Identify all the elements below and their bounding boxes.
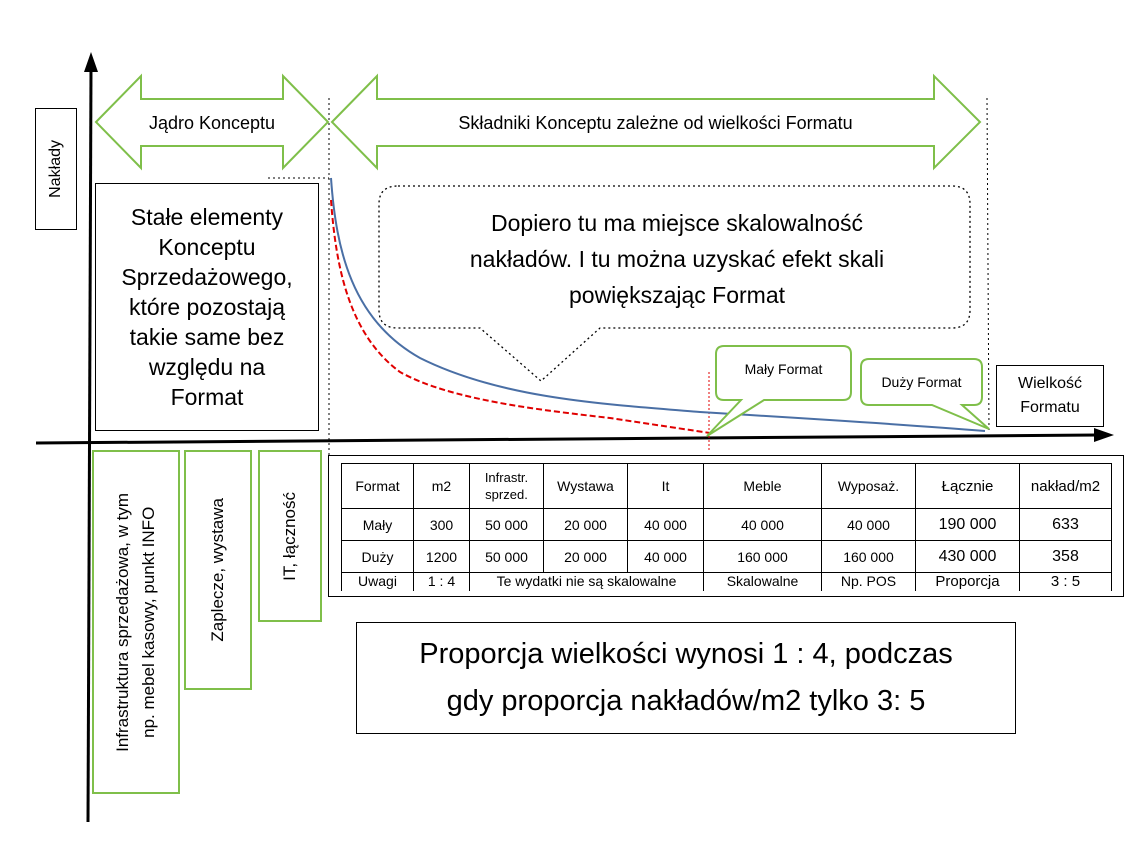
table-notes-row: Uwagi 1 : 4 Te wydatki nie są skalowalne… (341, 572, 1112, 591)
fixed-elements-line: Stałe elementy (130, 204, 284, 230)
x-axis-arrowhead (1094, 428, 1114, 442)
table-cell: 190 000 (915, 508, 1020, 541)
small-format-label: Mały Format (744, 361, 823, 377)
cost-curve-blue (330, 177, 986, 432)
table-header-row: Format m2 Infrastr. sprzed. Wystawa It M… (341, 463, 1112, 509)
x-axis-label-line2: Formatu (1020, 399, 1080, 416)
large-format-divider-line (986, 97, 990, 433)
infrastructure-box: Infrastruktura sprzedażowa, w tym np. me… (92, 450, 180, 794)
backroom-text: Zaplecze, wystawa (208, 498, 227, 642)
small-format-callout (706, 345, 852, 437)
large-format-callout (860, 358, 990, 430)
table-notes-cell: Uwagi (341, 572, 414, 591)
table-row: Mały 300 50 000 20 000 40 000 40 000 40 … (341, 508, 1112, 541)
table-cell: 40 000 (627, 540, 704, 573)
table-cell: 358 (1019, 540, 1112, 573)
large-format-label: Duży Format (881, 374, 962, 390)
table-cell: 40 000 (821, 508, 916, 541)
fixed-elements-box: Stałe elementy Konceptu Sprzedażowego, k… (95, 183, 319, 431)
table-cell: Duży (341, 540, 414, 573)
table-header-cell: m2 (413, 463, 470, 509)
table-header-cell: nakład/m2 (1019, 463, 1112, 509)
x-axis-label-box: Wielkość Formatu (996, 365, 1104, 427)
table-cell: 20 000 (543, 508, 628, 541)
callout-line: nakładów. I tu można uzyskać efekt skali (469, 246, 885, 272)
y-axis-arrowhead (84, 52, 98, 72)
table-cell: 50 000 (469, 508, 544, 541)
table-cell: 160 000 (821, 540, 916, 573)
fixed-elements-line: względu na (148, 354, 266, 380)
table-cell: 40 000 (627, 508, 704, 541)
callout-line: powiększając Format (568, 282, 786, 308)
table-header-cell: Łącznie (915, 463, 1020, 509)
table-cell: 300 (413, 508, 470, 541)
fixed-elements-line: które pozostają (129, 294, 285, 320)
table-notes-cell: Te wydatki nie są skalowalne (469, 572, 704, 591)
components-double-arrow (330, 73, 982, 171)
table-cell: 1200 (413, 540, 470, 573)
table-cell: 20 000 (543, 540, 628, 573)
infrastructure-line1: Infrastruktura sprzedażowa, w tym (113, 492, 132, 752)
callout-bubble (378, 185, 971, 382)
table-cell: Mały (341, 508, 414, 541)
y-axis (86, 67, 93, 823)
infrastructure-line2: np. mebel kasowy, punkt INFO (139, 506, 158, 738)
fixed-elements-line: Format (170, 384, 244, 410)
table-header-cell: It (627, 463, 704, 509)
table-cell: 40 000 (703, 508, 822, 541)
x-axis-label-line1: Wielkość (1017, 375, 1082, 392)
table-header-cell: Format (341, 463, 414, 509)
it-text: IT, łączność (280, 491, 299, 581)
it-box: IT, łączność (258, 450, 322, 622)
conclusion-line2: gdy proporcja nakładów/m2 tylko 3: 5 (446, 685, 926, 717)
table-row: Duży 1200 50 000 20 000 40 000 160 000 1… (341, 540, 1112, 573)
cost-table-frame: Format m2 Infrastr. sprzed. Wystawa It M… (328, 455, 1124, 597)
fixed-elements-line: Konceptu (158, 234, 256, 260)
core-arrow-label: Jądro Konceptu (148, 112, 276, 133)
callout-line: Dopiero tu ma miejsce skalowalność (491, 210, 863, 236)
conclusion-box: Proporcja wielkości wynosi 1 : 4, podcza… (356, 622, 1016, 734)
cost-curve-red (330, 199, 711, 434)
table-notes-cell: 1 : 4 (413, 572, 470, 591)
y-axis-label-box: Nakłady (35, 108, 77, 230)
x-axis (35, 433, 1099, 445)
y-axis-label: Nakłady (47, 140, 64, 198)
infrastructure-text: Infrastruktura sprzedażowa, w tym np. me… (110, 493, 162, 752)
table-notes-cell: Proporcja (915, 572, 1020, 591)
table-notes-cell: 3 : 5 (1019, 572, 1112, 591)
fixed-elements-line: takie same bez (129, 324, 285, 350)
table-notes-cell: Np. POS (821, 572, 916, 591)
conclusion-line1: Proporcja wielkości wynosi 1 : 4, podcza… (419, 638, 953, 670)
table-cell: 160 000 (703, 540, 822, 573)
table-header-cell: Wystawa (543, 463, 628, 509)
table-header-cell: Wyposaż. (821, 463, 916, 509)
table-cell: 633 (1019, 508, 1112, 541)
table-header-cell: Meble (703, 463, 822, 509)
backroom-box: Zaplecze, wystawa (184, 450, 252, 690)
table-cell: 430 000 (915, 540, 1020, 573)
table-header-infra-line2: sprzed. (485, 487, 528, 502)
table-notes-cell: Skalowalne (703, 572, 822, 591)
table-cell: 50 000 (469, 540, 544, 573)
fixed-elements-line: Sprzedażowego, (121, 264, 293, 290)
table-header-infra-line1: Infrastr. (484, 470, 529, 485)
cost-table: Format m2 Infrastr. sprzed. Wystawa It M… (341, 463, 1112, 591)
core-double-arrow (94, 73, 330, 171)
components-arrow-label: Składniki Konceptu zależne od wielkości … (458, 112, 853, 133)
table-header-cell: Infrastr. sprzed. (469, 463, 544, 509)
callout-text: Dopiero tu ma miejsce skalowalność nakła… (382, 205, 972, 313)
